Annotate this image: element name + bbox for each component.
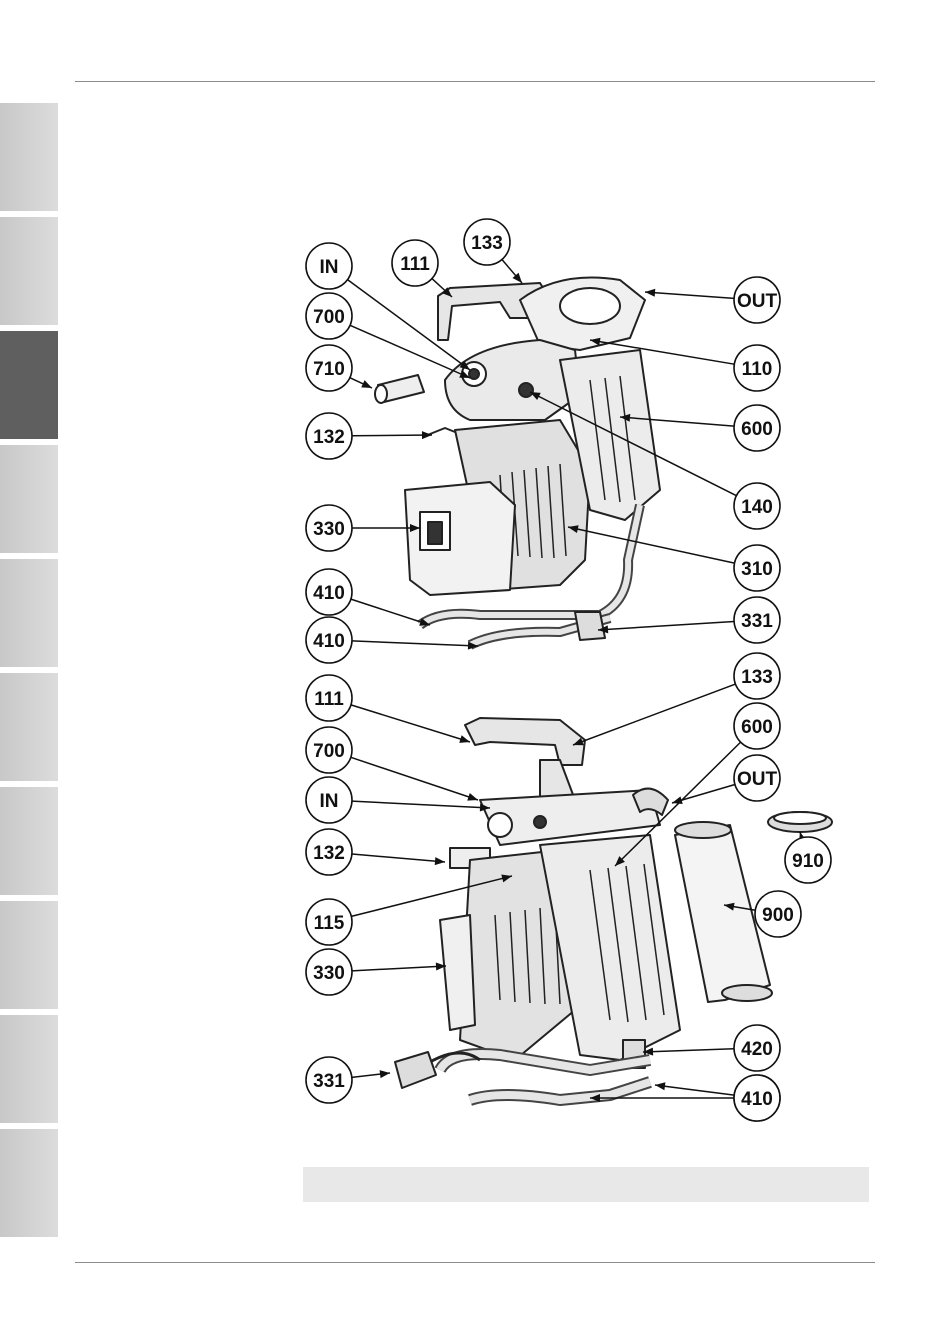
callout-c-910-1: 910	[785, 832, 831, 883]
leader-arrowhead	[645, 289, 655, 297]
leader-arrowhead	[422, 431, 432, 439]
callout-label: 700	[313, 741, 345, 762]
callout-label: 115	[314, 913, 345, 934]
callout-label: IN	[320, 791, 339, 812]
callout-label: 132	[313, 427, 345, 448]
leader-line	[655, 1085, 734, 1095]
leader-arrowhead	[467, 793, 478, 801]
callout-c-331-2: 331	[306, 1057, 390, 1103]
callout-c-out-2: OUT	[672, 755, 780, 804]
callout-label: OUT	[737, 769, 778, 790]
callout-label: 710	[313, 359, 345, 380]
leader-line	[598, 621, 734, 630]
callout-c-in-2: IN	[306, 777, 490, 823]
leader-line	[352, 801, 490, 808]
callout-label: 140	[741, 497, 773, 518]
leader-line	[573, 684, 735, 745]
top-assembly-illustration	[375, 278, 660, 646]
leader-arrowhead	[655, 1082, 665, 1090]
callout-c-410-4: 410	[590, 1075, 780, 1121]
callout-c-132-1: 132	[306, 413, 432, 459]
leader-line	[352, 854, 445, 862]
figure-caption-bar	[303, 1167, 869, 1202]
callout-label: 330	[313, 963, 345, 984]
leader-line	[645, 292, 734, 298]
leader-line	[352, 641, 478, 646]
leader-line	[351, 757, 478, 800]
leader-arrowhead	[361, 380, 372, 388]
callout-c-331-1: 331	[598, 597, 780, 643]
callout-c-330-1: 330	[306, 505, 420, 551]
callout-label: 111	[314, 689, 344, 710]
callout-c-330-2: 330	[306, 949, 446, 995]
leader-line	[568, 527, 735, 563]
callout-c-111-1: 111	[392, 240, 452, 297]
leader-line	[352, 435, 432, 436]
callout-label: 132	[313, 843, 345, 864]
leader-line	[350, 325, 470, 378]
leader-line	[351, 599, 430, 625]
callout-label: 133	[741, 667, 773, 688]
callout-label: 331	[741, 611, 773, 632]
callout-label: 700	[313, 307, 345, 328]
callout-label: 410	[741, 1089, 773, 1110]
callout-label: 600	[741, 419, 773, 440]
callout-label: 111	[400, 254, 430, 275]
leader-arrowhead	[672, 796, 683, 804]
callout-label: OUT	[737, 291, 778, 312]
callout-label: 410	[313, 631, 345, 652]
leader-line	[351, 705, 470, 742]
leader-arrowhead	[459, 735, 470, 743]
callout-c-310-1: 310	[568, 525, 780, 591]
leader-line	[643, 1049, 734, 1052]
callout-c-410-2: 410	[306, 617, 478, 663]
callout-label: 420	[741, 1039, 773, 1060]
callout-label: IN	[320, 257, 339, 278]
callout-label: 900	[762, 905, 794, 926]
callout-label: 910	[792, 851, 824, 872]
callout-c-710-1: 710	[306, 345, 372, 391]
callout-label: 600	[741, 717, 773, 738]
callout-label: 330	[313, 519, 345, 540]
leader-arrowhead	[380, 1070, 390, 1078]
callout-label: 410	[313, 583, 345, 604]
callout-c-133-1: 133	[464, 219, 522, 283]
callout-label: 110	[742, 359, 773, 380]
callout-c-out-1: OUT	[645, 277, 780, 323]
callout-label: 331	[313, 1071, 345, 1092]
callout-c-132-2: 132	[306, 829, 445, 875]
callout-label: 310	[741, 559, 773, 580]
leader-line	[352, 966, 446, 971]
callout-label: 133	[471, 233, 503, 254]
